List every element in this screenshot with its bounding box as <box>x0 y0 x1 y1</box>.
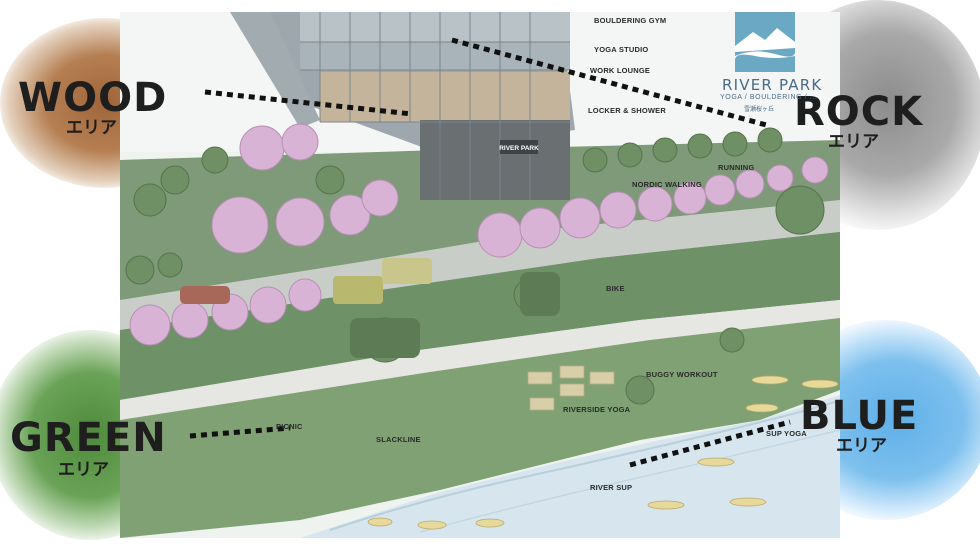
wood-area-subtitle: エリア <box>66 118 117 138</box>
yoga-mats <box>527 365 615 411</box>
upper-lawn <box>120 140 840 300</box>
label-nordic-walking: NORDIC WALKING <box>632 180 702 189</box>
logo-tagline: YOGA / BOULDERING / ... <box>720 94 818 101</box>
label-yoga-studio: YOGA STUDIO <box>594 45 649 54</box>
label-riverside-yoga: RIVERSIDE YOGA <box>563 405 631 414</box>
label-slackline: SLACKLINE <box>376 435 421 444</box>
cherry-trees <box>129 123 829 346</box>
lower-lawn <box>120 318 840 538</box>
building: RIVER PARK <box>230 12 575 200</box>
label-sup-yoga: SUP YOGA <box>766 429 807 438</box>
label-river-sup: RIVER SUP <box>590 483 633 492</box>
label-bike: BIKE <box>606 284 625 293</box>
blue-area-subtitle: エリア <box>836 436 887 456</box>
green-trees <box>125 127 825 405</box>
hedges <box>350 272 560 358</box>
rock-area-subtitle: エリア <box>828 132 879 152</box>
riverside-path <box>120 300 840 420</box>
logo-name: RIVER PARK <box>722 76 823 94</box>
vehicles <box>180 258 432 304</box>
rock-area-title: ROCK <box>794 89 924 135</box>
sup-boards <box>367 375 839 530</box>
building-sign: RIVER PARK <box>499 145 539 152</box>
label-buggy-workout: BUGGY WORKOUT <box>646 370 718 379</box>
label-locker-shower: LOCKER & SHOWER <box>588 106 666 115</box>
label-running: RUNNING <box>718 163 755 172</box>
callout-lines <box>189 37 791 468</box>
wood-area-title: WOOD <box>18 75 168 121</box>
label-bouldering-gym: BOULDERING GYM <box>594 16 667 25</box>
label-picnic: PICNIC <box>276 422 303 431</box>
middle-lawn <box>120 232 840 400</box>
blue-area-title: BLUE <box>800 393 919 439</box>
green-area-title: GREEN <box>10 415 167 461</box>
label-work-lounge: WORK LOUNGE <box>590 66 651 75</box>
logo-jp-text: 雪瀬桜ヶ丘 <box>744 107 775 113</box>
mountain-river-logo-icon <box>735 12 795 72</box>
green-area-subtitle: エリア <box>58 460 109 480</box>
